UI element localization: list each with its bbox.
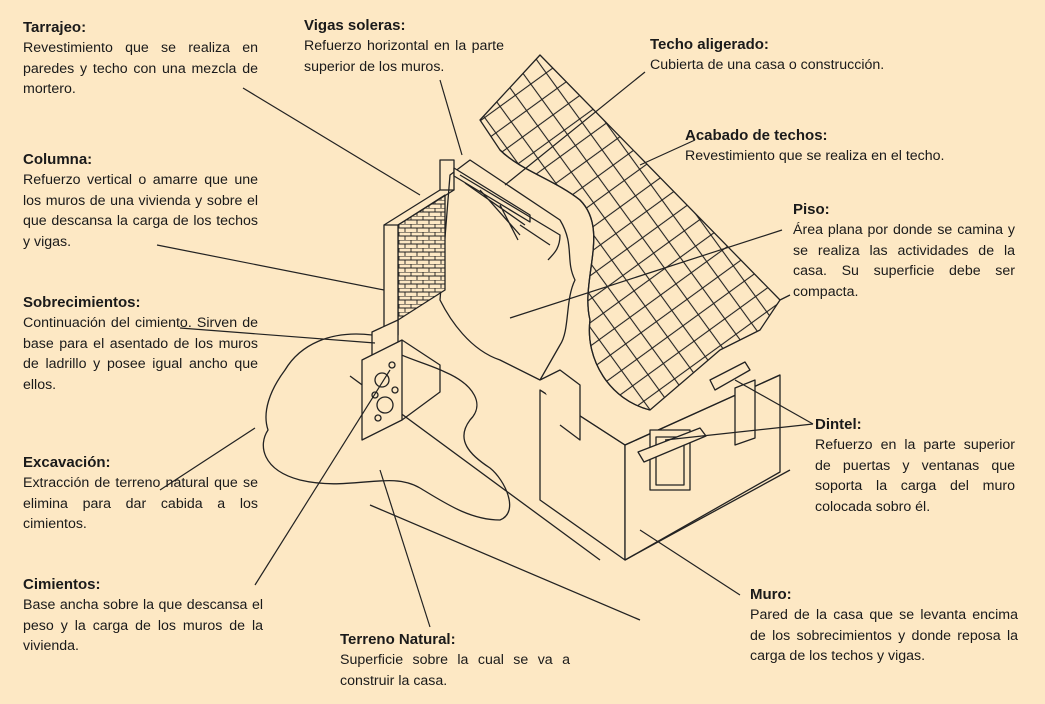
back-wall (459, 174, 561, 261)
label-title: Terreno Natural: (340, 631, 456, 648)
label-cimientos: Cimientos: Base ancha sobre la que desca… (23, 575, 263, 657)
front-wall-stub (539, 369, 581, 441)
roof-eave (779, 294, 791, 301)
label-piso: Piso: Área plana por donde se camina y s… (793, 200, 1015, 302)
label-description: Refuerzo vertical o amarre que une los m… (23, 172, 258, 250)
label-excavacion: Excavación: Extracción de terreno natura… (23, 453, 258, 535)
piso-cutaway (439, 159, 576, 381)
label-sobrecimientos: Sobrecimientos: Continuación del cimient… (23, 293, 258, 395)
label-description: Refuerzo horizontal en la parte superior… (304, 38, 504, 75)
label-title: Acabado de techos: (685, 127, 828, 144)
label-description: Pared de la casa que se levanta encima d… (750, 607, 1018, 664)
leader-lines (156, 71, 814, 628)
label-dintel: Dintel: Refuerzo en la parte superior de… (815, 415, 1015, 517)
label-columna: Columna: Refuerzo vertical o amarre que … (23, 150, 258, 252)
window-glass (655, 436, 685, 486)
label-description: Área plana por donde se camina y se real… (793, 222, 1015, 300)
label-title: Sobrecimientos: (23, 294, 141, 311)
label-description: Revestimiento que se realiza en paredes … (23, 40, 258, 97)
label-description: Cubierta de una casa o construcción. (650, 57, 885, 73)
roof-cut-edge (499, 149, 651, 411)
label-description: Superficie sobre la cual se va a constru… (340, 652, 570, 689)
label-tarrajeo: Tarrajeo: Revestimiento que se realiza e… (23, 18, 258, 100)
label-title: Columna: (23, 151, 93, 168)
label-techo-aligerado: Techo aligerado: Cubierta de una casa o … (650, 35, 930, 76)
label-description: Base ancha sobre la que descansa el peso… (23, 597, 263, 654)
label-acabado-techos: Acabado de techos: Revestimiento que se … (685, 126, 985, 167)
label-title: Cimientos: (23, 576, 101, 593)
columna (383, 224, 399, 336)
dintel-door (709, 361, 751, 391)
label-description: Continuación del cimiento. Sirven de bas… (23, 315, 258, 393)
label-title: Dintel: (815, 416, 862, 433)
label-description: Revestimiento que se realiza en el techo… (685, 148, 945, 164)
label-title: Excavación: (23, 454, 111, 471)
label-muro: Muro: Pared de la casa que se levanta en… (750, 585, 1018, 667)
cimiento (361, 339, 403, 441)
label-title: Vigas soleras: (304, 17, 406, 34)
label-terreno-natural: Terreno Natural: Superficie sobre la cua… (340, 630, 570, 691)
label-title: Techo aligerado: (650, 36, 769, 53)
label-vigas-soleras: Vigas soleras: Refuerzo horizontal en la… (304, 16, 504, 77)
site-line-bottom (369, 504, 641, 621)
door (734, 379, 756, 446)
muro-front-wall (539, 389, 626, 561)
brick-wall (397, 194, 446, 321)
label-title: Tarrajeo: (23, 19, 87, 36)
terreno-natural-outline (262, 333, 511, 521)
label-title: Muro: (750, 586, 792, 603)
label-description: Extracción de terreno natural que se eli… (23, 475, 258, 532)
label-title: Piso: (793, 201, 830, 218)
viga-solera (453, 167, 531, 223)
label-description: Refuerzo en la parte superior de puertas… (815, 437, 1015, 515)
